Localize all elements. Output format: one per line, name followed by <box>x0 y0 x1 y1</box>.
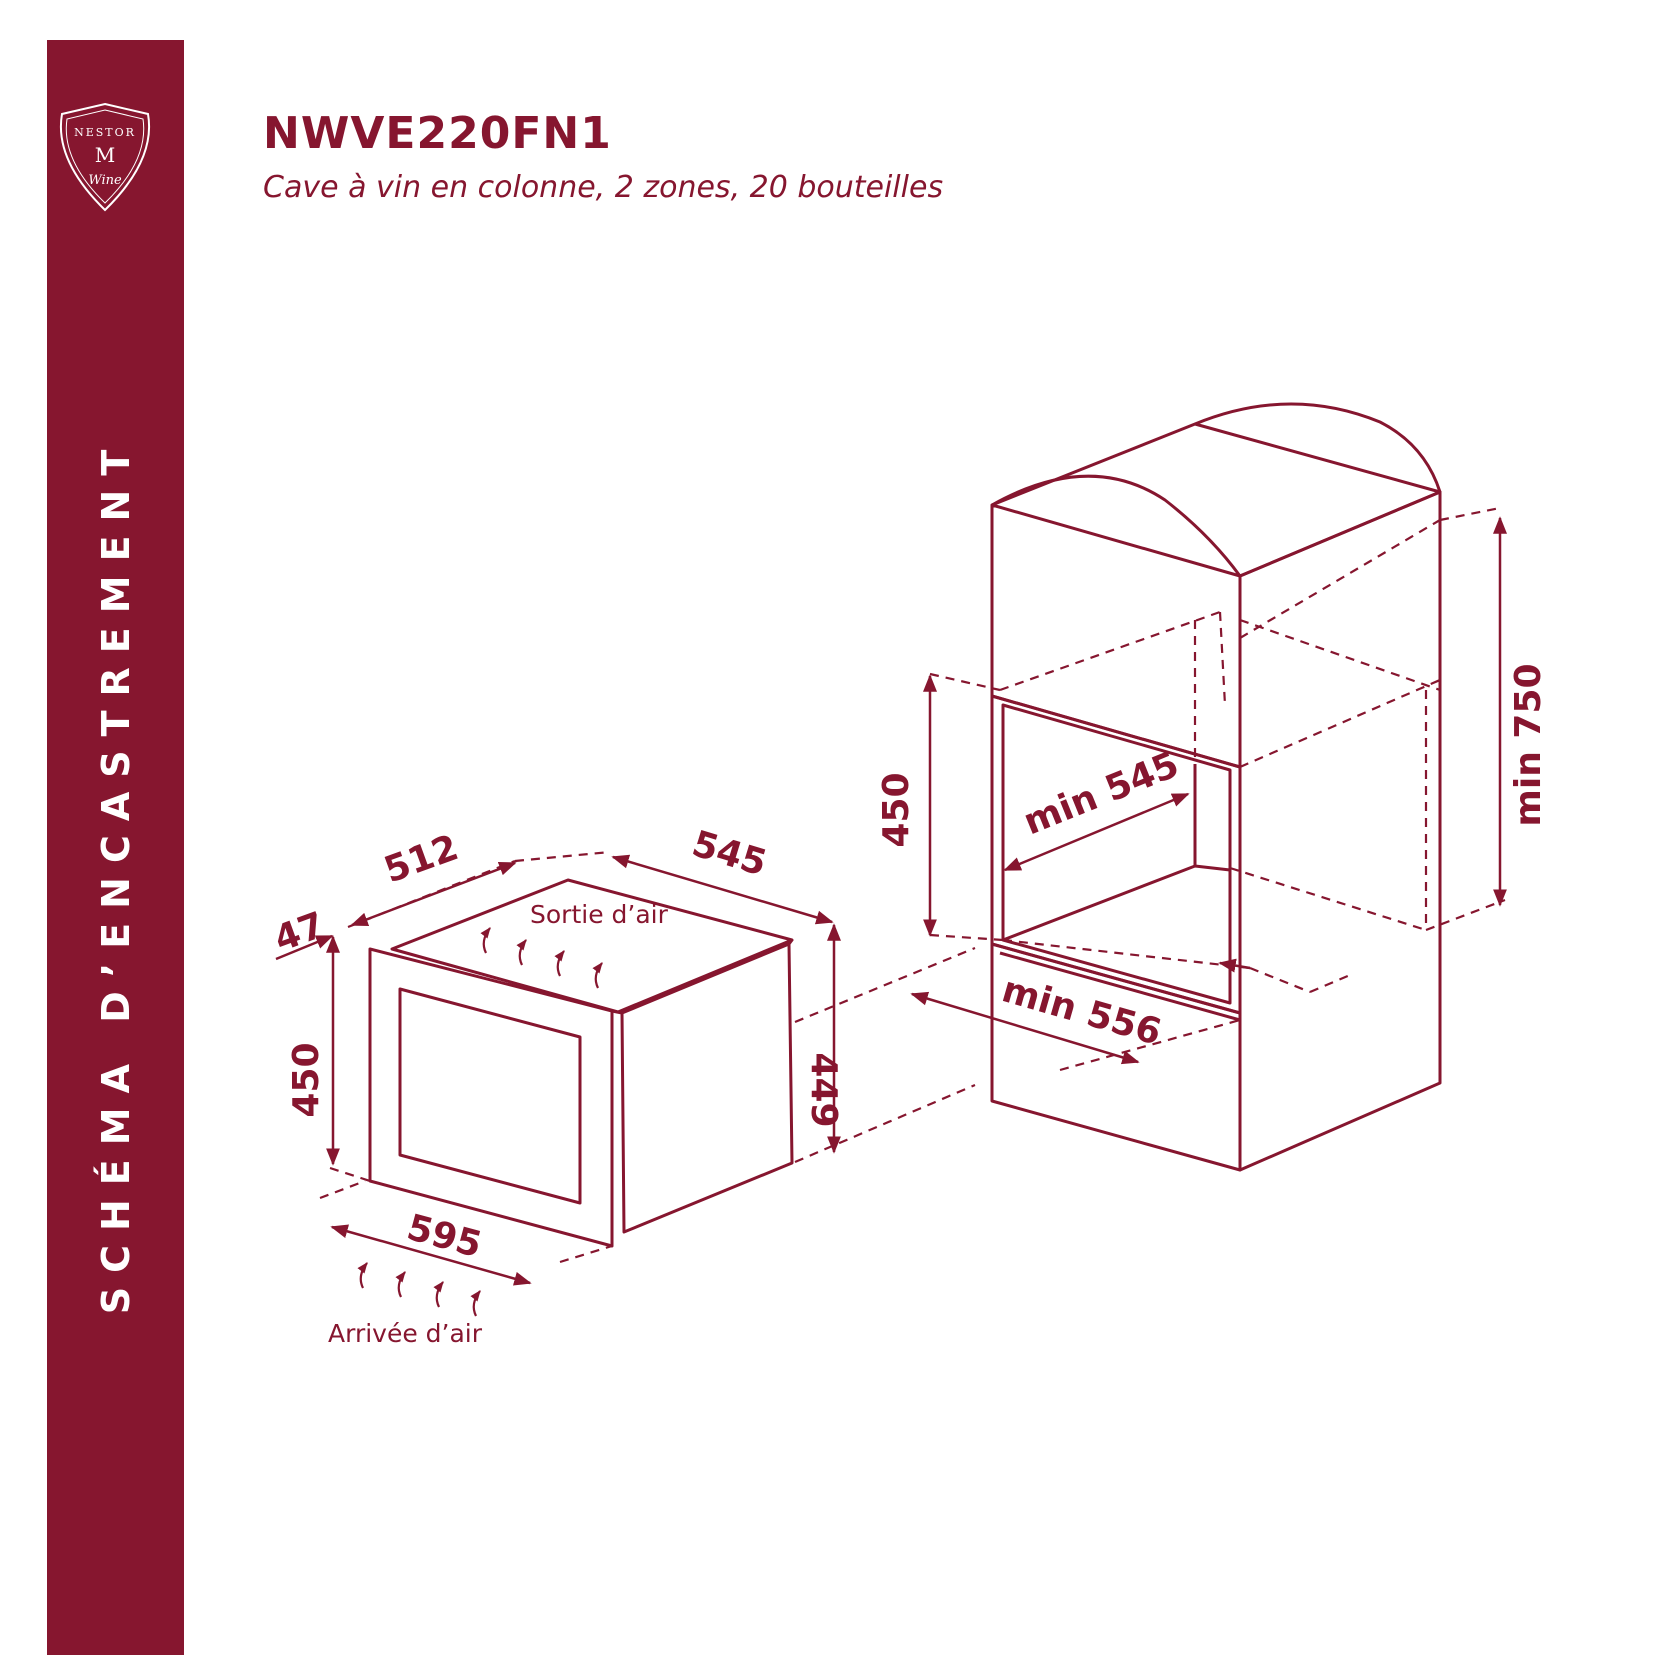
dim-arrow-niche-side <box>1218 958 1251 973</box>
niche-inner-front <box>1001 703 1232 1005</box>
dim-label-512: 512 <box>379 827 464 891</box>
dim-label-47: 47 <box>269 905 330 961</box>
air-in-label: Arrivée d’air <box>328 1319 483 1348</box>
dim-arrow-min-545 <box>1003 792 1190 872</box>
airflow-out-icon <box>516 939 527 966</box>
dim-label-min-556: min 556 <box>998 969 1166 1053</box>
logo-text-bottom: Wine <box>88 173 122 188</box>
air-out-label: Sortie d’air <box>530 900 669 929</box>
model-title: NWVE220FN1 <box>263 108 612 159</box>
dim-label-449: 449 <box>803 1052 844 1127</box>
dim-label-545-body: 545 <box>687 823 771 884</box>
column-construction-lines <box>929 506 1506 1072</box>
dim-arrow-512 <box>350 861 517 927</box>
logo-monogram: M <box>95 143 115 167</box>
appliance-door-window <box>398 987 582 1205</box>
airflow-in-icon <box>395 1271 406 1298</box>
dim-arrow-min-556 <box>910 991 1140 1065</box>
column-side-panel <box>1238 490 1442 1172</box>
airflow-out-icon <box>592 962 603 989</box>
airflow-in-icon <box>433 1281 444 1308</box>
dim-arrow-595 <box>330 1224 532 1286</box>
dim-label-595: 595 <box>403 1207 486 1266</box>
dim-label-450-niche: 450 <box>876 772 917 847</box>
dim-label-450-front: 450 <box>286 1042 327 1117</box>
column-cabinet <box>990 402 1442 1172</box>
airflow-out-icon <box>554 950 565 977</box>
dim-arrow-47 <box>275 934 334 961</box>
appliance-dimension-lines <box>275 854 841 1286</box>
airflow-arrows-out <box>480 927 603 989</box>
dim-label-min-545: min 545 <box>1018 744 1185 843</box>
appliance-drawing <box>368 878 794 1248</box>
brand-logo: NESTOR M Wine <box>60 102 150 212</box>
niche-front-frame <box>990 694 1242 1015</box>
model-subtitle: Cave à vin en colonne, 2 zones, 20 boute… <box>263 170 944 205</box>
column-top-lid <box>991 422 1442 578</box>
column-dimension-lines <box>910 516 1507 1065</box>
sidebar-band <box>47 40 184 1655</box>
logo-text-top: NESTOR <box>74 126 136 139</box>
column-upper-front <box>990 503 1242 769</box>
airflow-arrows-in <box>357 1262 481 1317</box>
dim-label-min-750: min 750 <box>1508 663 1549 826</box>
airflow-in-icon <box>470 1290 481 1317</box>
dim-arrow-545-top <box>611 854 834 925</box>
column-arch <box>991 402 1442 577</box>
niche-floor <box>1002 864 1231 942</box>
appliance-body-side <box>620 942 794 1234</box>
airflow-out-icon <box>480 927 491 954</box>
airflow-in-icon <box>357 1262 368 1289</box>
